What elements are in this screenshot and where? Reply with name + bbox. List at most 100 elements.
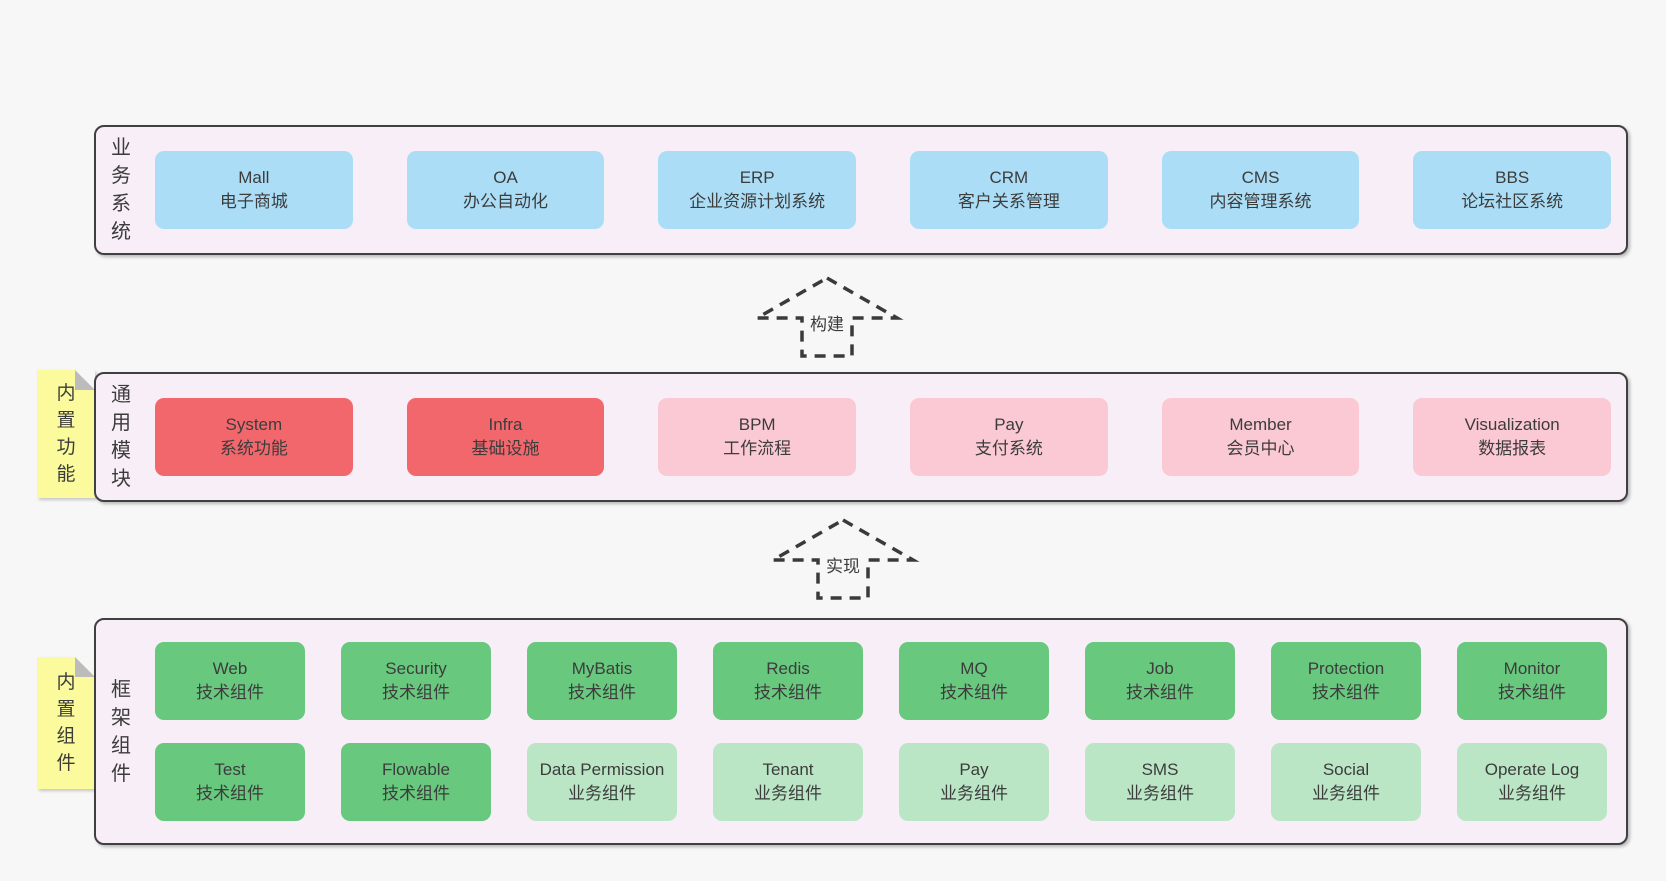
box-subtitle: 业务组件 — [1312, 784, 1380, 803]
box-subtitle: 业务组件 — [1126, 784, 1194, 803]
box-social: Social 业务组件 — [1271, 743, 1421, 821]
box-subtitle: 技术组件 — [196, 683, 264, 702]
panel-side-label: 通用模块 — [111, 384, 131, 490]
box-test: Test 技术组件 — [155, 743, 305, 821]
sticky-tab-built-in-features: 内置功能 — [37, 370, 95, 498]
box-title: Pay — [994, 415, 1024, 434]
box-subtitle: 系统功能 — [219, 439, 288, 458]
box-subtitle: 工作流程 — [723, 439, 792, 458]
box-visualization: Visualization 数据报表 — [1413, 398, 1612, 476]
box-subtitle: 支付系统 — [974, 439, 1043, 458]
box-title: Data Permission — [539, 760, 665, 779]
box-title: MQ — [960, 659, 988, 678]
sticky-tab-label: 内置组件 — [56, 672, 76, 774]
box-title: Member — [1229, 415, 1292, 434]
box-erp: ERP 企业资源计划系统 — [658, 151, 857, 229]
box-title: OA — [493, 168, 518, 187]
box-subtitle: 内容管理系统 — [1209, 192, 1312, 211]
box-subtitle: 论坛社区系统 — [1461, 192, 1564, 211]
box-subtitle: 客户关系管理 — [957, 192, 1060, 211]
box-system: System 系统功能 — [155, 398, 353, 476]
box-title: BBS — [1495, 168, 1530, 187]
box-title: Flowable — [381, 760, 451, 779]
arrow-up-implement: 实现 — [766, 517, 920, 600]
box-title: Protection — [1307, 659, 1385, 678]
box-bpm: BPM 工作流程 — [658, 398, 857, 476]
box-title: Mall — [238, 168, 270, 187]
arrow-label: 构建 — [807, 310, 847, 335]
box-subtitle: 基础设施 — [471, 439, 540, 458]
box-mq: MQ 技术组件 — [899, 642, 1049, 720]
box-mall: Mall 电子商城 — [155, 151, 353, 229]
box-title: Job — [1146, 659, 1174, 678]
box-subtitle: 技术组件 — [1498, 683, 1566, 702]
box-title: BPM — [738, 415, 776, 434]
arrow-up-build: 构建 — [750, 275, 904, 358]
panel-boxes: System 系统功能 Infra 基础设施 BPM 工作流程 Pay 支付系统 Member 会… — [155, 374, 1612, 500]
box-subtitle: 业务组件 — [940, 784, 1008, 803]
box-member: Member 会员中心 — [1161, 398, 1360, 476]
box-job: Job 技术组件 — [1085, 642, 1235, 720]
panel-side-label: 框架组件 — [111, 678, 131, 785]
box-subtitle: 技术组件 — [568, 683, 636, 702]
sticky-tab-built-in-components: 内置组件 — [37, 657, 95, 789]
box-subtitle: 电子商城 — [219, 192, 288, 211]
box-protection: Protection 技术组件 — [1271, 642, 1421, 720]
panel-side-label: 业务系统 — [111, 137, 131, 243]
box-web: Web 技术组件 — [155, 642, 305, 720]
box-subtitle: 业务组件 — [568, 784, 636, 803]
box-title: Pay — [959, 760, 989, 779]
box-title: Redis — [766, 659, 810, 678]
box-title: MyBatis — [571, 659, 633, 678]
box-title: CMS — [1241, 168, 1280, 187]
box-subtitle: 技术组件 — [382, 784, 450, 803]
box-cms: CMS 内容管理系统 — [1161, 151, 1360, 229]
box-title: Social — [1322, 760, 1370, 779]
diagram-row: System 系统功能 Infra 基础设施 BPM 工作流程 Pay 支付系统 Member 会… — [155, 398, 1612, 476]
box-title: SMS — [1141, 760, 1179, 779]
box-subtitle: 技术组件 — [1126, 683, 1194, 702]
box-data-permission: Data Permission 业务组件 — [527, 743, 677, 821]
arrow-label: 实现 — [823, 552, 863, 577]
box-sms: SMS 业务组件 — [1085, 743, 1235, 821]
box-redis: Redis 技术组件 — [713, 642, 863, 720]
box-operate-log: Operate Log 业务组件 — [1457, 743, 1607, 821]
box-subtitle: 企业资源计划系统 — [689, 192, 826, 211]
box-title: Visualization — [1464, 415, 1560, 434]
box-pay: Pay 支付系统 — [910, 398, 1108, 476]
box-subtitle: 数据报表 — [1478, 439, 1547, 458]
box-title: Web — [212, 659, 248, 678]
box-pay: Pay 业务组件 — [899, 743, 1049, 821]
box-subtitle: 技术组件 — [382, 683, 450, 702]
box-title: CRM — [989, 168, 1029, 187]
box-title: Infra — [488, 415, 523, 434]
box-infra: Infra 基础设施 — [406, 398, 605, 476]
sticky-tab-label: 内置功能 — [56, 383, 76, 485]
arrow-up-icon — [750, 275, 904, 358]
box-subtitle: 技术组件 — [1312, 683, 1380, 702]
box-subtitle: 技术组件 — [196, 784, 264, 803]
box-bbs: BBS 论坛社区系统 — [1413, 151, 1612, 229]
box-subtitle: 会员中心 — [1226, 439, 1295, 458]
box-title: System — [225, 415, 283, 434]
box-subtitle: 技术组件 — [940, 683, 1008, 702]
box-subtitle: 技术组件 — [754, 683, 822, 702]
box-title: Operate Log — [1484, 760, 1580, 779]
box-title: ERP — [739, 168, 775, 187]
box-subtitle: 业务组件 — [1498, 784, 1566, 803]
diagram-row: Test 技术组件 Flowable 技术组件 Data Permission 业务组件 T… — [155, 743, 1611, 821]
box-title: Test — [214, 760, 246, 779]
box-crm: CRM 客户关系管理 — [910, 151, 1108, 229]
arrow-up-icon — [766, 517, 920, 600]
